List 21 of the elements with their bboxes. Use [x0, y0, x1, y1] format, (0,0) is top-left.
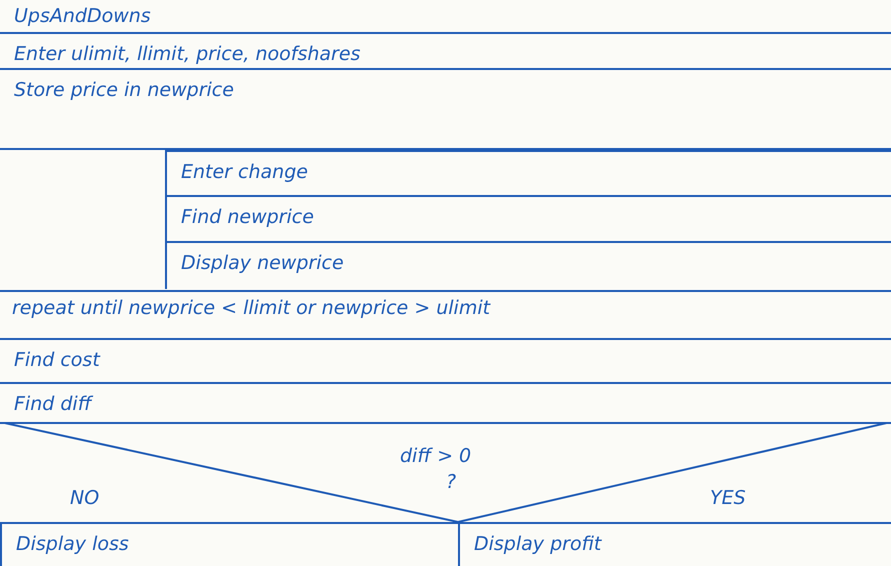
process-box	[0, 522, 458, 566]
step-text: Enter change	[181, 160, 308, 184]
question-mark: ?	[446, 470, 456, 494]
process-box	[458, 522, 891, 566]
process-box	[165, 195, 891, 241]
loop-condition: repeat until newprice < llimit or newprice > ulimit	[12, 296, 490, 320]
step-text: Display profit	[474, 532, 602, 556]
decision-condition: diff > 0	[400, 444, 472, 468]
decision-box	[0, 422, 891, 522]
step-text: Display newprice	[181, 251, 344, 275]
process-box	[165, 150, 891, 195]
branch-label: NO	[70, 486, 100, 510]
step-text: Find cost	[14, 348, 100, 372]
program-title: UpsAndDowns	[14, 4, 151, 28]
step-text: Find diff	[14, 392, 92, 416]
process-box	[165, 241, 891, 289]
step-text: Display loss	[16, 532, 129, 556]
step-text: Enter ulimit, llimit, price, noofshares	[14, 42, 360, 66]
step-text: Store price in newprice	[14, 78, 234, 102]
branch-label: YES	[710, 486, 746, 510]
step-text: Find newprice	[181, 205, 314, 229]
